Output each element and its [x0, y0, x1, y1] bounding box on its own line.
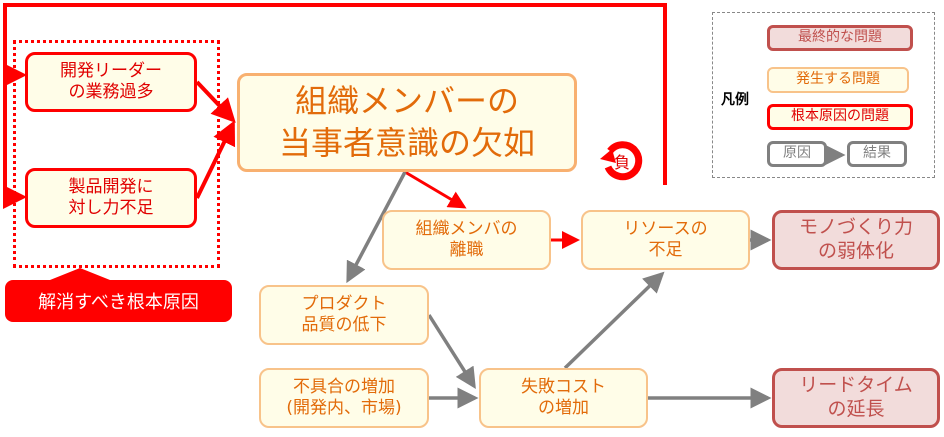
callout-text: 解消すべき根本原因 [38, 292, 199, 313]
arrow-central-quality [346, 171, 407, 284]
legend: 凡例 最終的な問題 発生する問題 根本原因の問題 原因 結果 [712, 12, 935, 178]
arrow-quality-failure [427, 314, 476, 389]
legend-result: 結果 [847, 141, 907, 167]
central-problem: 組織メンバーの 当事者意識の欠如 [237, 73, 577, 172]
arrow-root2-central [195, 120, 236, 199]
node-quality: プロダクト 品質の低下 [259, 285, 429, 345]
legend-title: 凡例 [721, 92, 749, 108]
arrow-failure-resource [563, 271, 665, 370]
arrow-root1-central [195, 80, 236, 123]
node-manufacturing: モノづくり力 の弱体化 [772, 210, 940, 270]
arrow-central-turnover [404, 170, 467, 209]
root-cause-leader-overload: 開発リーダー の業務過多 [25, 52, 197, 112]
legend-cause: 原因 [767, 141, 827, 167]
feedback-loop-line [3, 3, 667, 197]
node-lead-time: リードタイム の延長 [772, 368, 940, 428]
node-failure-cost: 失敗コスト の増加 [479, 368, 648, 428]
loop-label: 負 [613, 153, 630, 172]
root-cause-skill-shortage: 製品開発に 対し力不足 [25, 168, 197, 228]
legend-occur: 発生する問題 [767, 67, 909, 93]
node-defects: 不具合の増加 (開発内、市場) [259, 368, 429, 428]
legend-root: 根本原因の問題 [767, 104, 913, 130]
node-resource: リソースの 不足 [581, 210, 750, 270]
legend-final: 最終的な問題 [767, 25, 913, 51]
node-turnover: 組織メンバの 離職 [382, 210, 551, 270]
root-cause-callout: 解消すべき根本原因 [5, 268, 232, 322]
negative-loop-icon: 負 [598, 137, 646, 185]
root-cause-group [13, 40, 220, 268]
